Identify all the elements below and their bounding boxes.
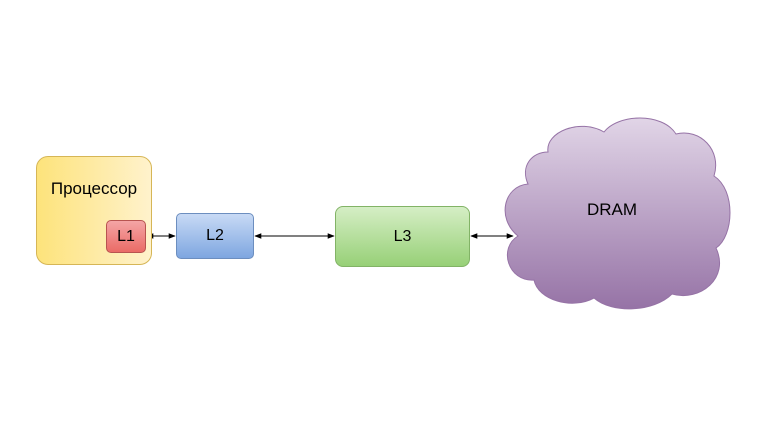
dram-label: DRAM [586, 200, 638, 219]
l2-cache-node: L2 [176, 213, 254, 259]
l1-cache-node: L1 [106, 220, 146, 253]
processor-label: Процессор [50, 179, 138, 198]
l1-label: L1 [117, 227, 135, 245]
l3-cache-node: L3 [335, 206, 470, 267]
l2-label: L2 [206, 227, 224, 244]
l3-label: L3 [393, 227, 412, 245]
dram-cloud [504, 117, 731, 310]
